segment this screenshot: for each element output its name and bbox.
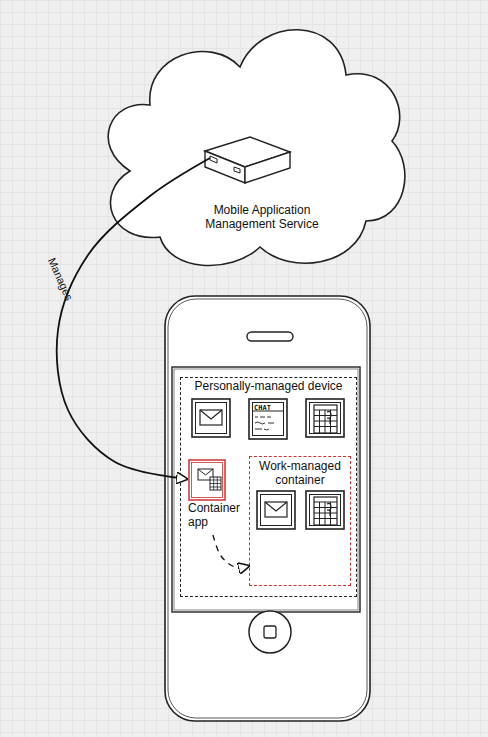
node-title: Work-managed container: [250, 457, 350, 488]
node-title: Personally-managed device: [181, 378, 356, 394]
connector-arrow: [57, 158, 210, 479]
edge-label: Manages: [46, 256, 75, 302]
cloud-outline: [108, 30, 405, 266]
work-container-boundary: Work-managed container: [249, 456, 351, 586]
node-title: Container app: [187, 459, 251, 530]
node-title: Mobile Application Management Service: [190, 204, 334, 232]
cloud-shape: [90, 5, 410, 275]
cloud-node: Mobile Application Management Service: [90, 5, 410, 275]
container-app-node: Container app: [187, 459, 251, 535]
server-symbol: [205, 137, 290, 183]
connector-arrow: [213, 535, 249, 567]
app-label: CHAT: [254, 404, 271, 412]
